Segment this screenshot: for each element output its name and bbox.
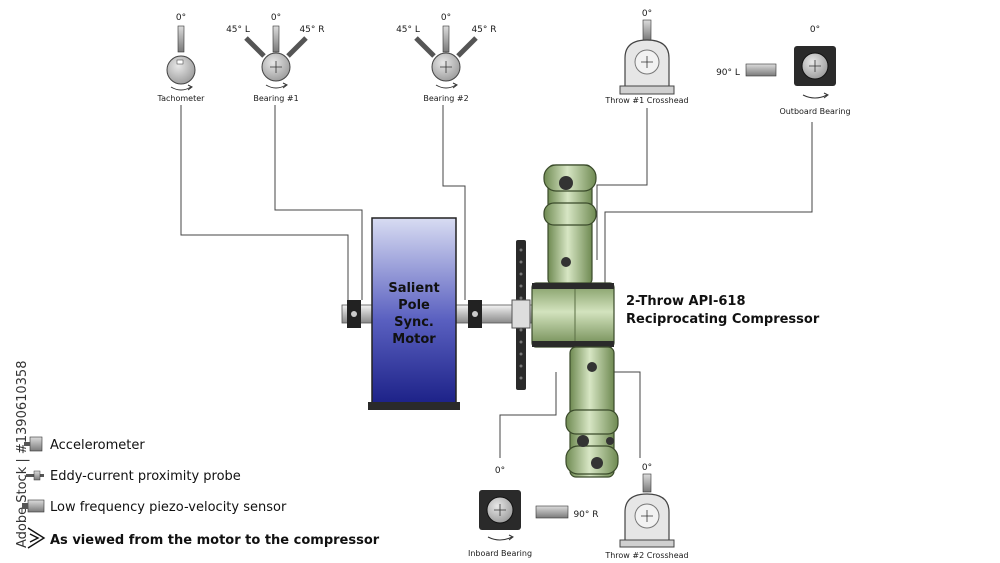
line-inboard <box>499 372 557 458</box>
flywheel <box>511 240 531 390</box>
velocity-sensor-legend-icon <box>22 499 45 513</box>
compressor: 2-Throw API-618 Reciprocating Compressor <box>531 164 820 478</box>
outboard-side-angle: 90° L <box>716 68 740 78</box>
inboard-label: Inboard Bearing <box>468 549 532 558</box>
motor-label-4: Motor <box>392 332 436 347</box>
bearing2-right-angle: 45° R <box>471 25 496 35</box>
accelerometer-legend-icon <box>24 436 43 452</box>
bearing1-left-angle: 45° L <box>226 25 250 35</box>
line-outboard <box>604 122 813 285</box>
tachometer-angle: 0° <box>176 13 186 23</box>
outboard-label: Outboard Bearing <box>779 107 850 116</box>
bearing2-label: Bearing #2 <box>423 94 468 103</box>
proximity-probe-legend-icon <box>26 470 44 481</box>
legend-accelerometer: Accelerometer <box>50 438 145 453</box>
tachometer-sensor: 0° Tachometer <box>157 13 206 103</box>
view-eye-legend-icon <box>27 527 46 549</box>
bearing1-right-angle: 45° R <box>299 25 324 35</box>
connection-lines <box>180 105 813 458</box>
line-bearing1 <box>274 105 363 300</box>
throw2-sensor: 0° Throw #2 Crosshead <box>604 463 688 560</box>
throw2-label: Throw #2 Crosshead <box>604 551 688 560</box>
watermark-text: Adobe Stock | #1390610358 <box>15 361 30 548</box>
line-throw1 <box>596 108 648 260</box>
throw1-label: Throw #1 Crosshead <box>604 96 688 105</box>
watermark: Adobe Stock | #1390610358 <box>15 361 30 548</box>
bearing2-top-angle: 0° <box>441 13 451 23</box>
legend: Accelerometer Eddy-current proximity pro… <box>22 436 380 549</box>
motor-label-3: Sync. <box>394 315 434 330</box>
compressor-label-1: 2-Throw API-618 <box>626 294 746 309</box>
compressor-label-2: Reciprocating Compressor <box>626 312 820 327</box>
outboard-sensor: 0° 90° L Outboard Bearing <box>716 25 850 116</box>
throw2-angle: 0° <box>642 463 652 473</box>
bearing1-top-angle: 0° <box>271 13 281 23</box>
tachometer-label: Tachometer <box>157 94 206 103</box>
inboard-sensor: 0° 90° R Inboard Bearing <box>468 466 599 558</box>
motor: Salient Pole Sync. Motor <box>368 217 460 410</box>
bearing1-label: Bearing #1 <box>253 94 298 103</box>
inboard-side-angle: 90° R <box>573 510 598 520</box>
legend-velocity: Low frequency piezo-velocity sensor <box>50 500 287 515</box>
legend-view: As viewed from the motor to the compress… <box>50 533 380 548</box>
bearing1-sensor: 0° 45° L 45° R Bearing #1 <box>226 13 324 103</box>
bearing2-left-angle: 45° L <box>396 25 420 35</box>
motor-base <box>368 402 460 410</box>
shaft-bearings <box>347 300 482 328</box>
motor-label-2: Pole <box>398 298 430 313</box>
crankcase-frame <box>531 282 615 348</box>
bearing2-sensor: 0° 45° L 45° R Bearing #2 <box>396 13 496 103</box>
throw1-sensor: 0° Throw #1 Crosshead <box>604 9 688 105</box>
line-throw2 <box>605 371 641 458</box>
legend-proximity: Eddy-current proximity probe <box>50 469 241 484</box>
motor-label-1: Salient <box>388 281 439 296</box>
inboard-angle: 0° <box>495 466 505 476</box>
outboard-angle: 0° <box>810 25 820 35</box>
line-tachometer <box>180 105 349 300</box>
throw1-angle: 0° <box>642 9 652 19</box>
line-bearing2 <box>442 105 466 300</box>
